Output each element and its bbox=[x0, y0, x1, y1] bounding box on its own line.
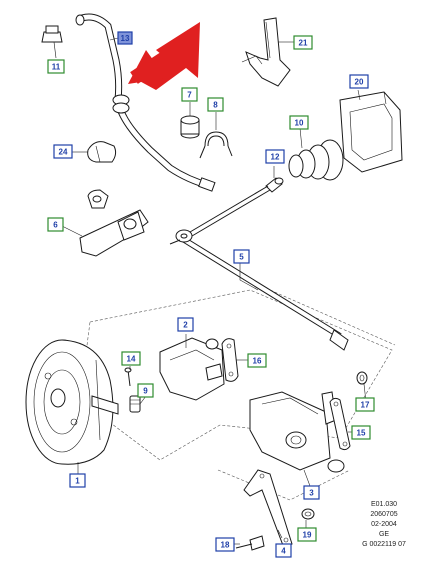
callout-1: 1 bbox=[69, 473, 86, 488]
svg-text:7: 7 bbox=[187, 91, 192, 100]
assembly-outline bbox=[79, 289, 396, 501]
svg-text:20: 20 bbox=[355, 78, 364, 87]
callout-4: 4 bbox=[275, 543, 292, 558]
link-plate bbox=[221, 338, 239, 382]
svg-text:6: 6 bbox=[53, 221, 58, 230]
svg-text:16: 16 bbox=[253, 357, 262, 366]
pivot-pin bbox=[265, 177, 284, 193]
vacuum-hose bbox=[75, 13, 216, 192]
small-screw bbox=[124, 367, 132, 387]
mounting-bolt bbox=[235, 535, 265, 551]
mounting-nut bbox=[301, 508, 315, 520]
callout-24: 24 bbox=[53, 144, 73, 159]
svg-text:11: 11 bbox=[52, 63, 61, 72]
svg-text:14: 14 bbox=[127, 355, 136, 364]
boot-cover bbox=[339, 91, 403, 173]
rubber-boot bbox=[288, 139, 344, 181]
link-rod bbox=[329, 397, 351, 451]
svg-text:24: 24 bbox=[59, 148, 68, 157]
svg-text:2: 2 bbox=[183, 321, 188, 330]
callout-16: 16 bbox=[247, 353, 267, 368]
callout-15: 15 bbox=[351, 425, 371, 440]
callout-11: 11 bbox=[47, 59, 65, 74]
callout-20: 20 bbox=[349, 74, 369, 89]
callout-7: 7 bbox=[181, 87, 198, 102]
spring-clip bbox=[199, 131, 233, 159]
callout-9: 9 bbox=[137, 383, 154, 398]
reference-line-4: GE bbox=[379, 531, 389, 538]
support-bracket bbox=[79, 189, 149, 257]
svg-text:19: 19 bbox=[303, 531, 312, 540]
callout-6: 6 bbox=[47, 217, 64, 232]
red-arrow-indicator bbox=[128, 22, 200, 90]
bracket-leg bbox=[243, 469, 293, 549]
reference-line-5: G 0022119 07 bbox=[362, 541, 406, 548]
callout-10: 10 bbox=[289, 115, 309, 130]
svg-text:12: 12 bbox=[271, 153, 280, 162]
svg-text:8: 8 bbox=[213, 101, 218, 110]
callout-13: 13 bbox=[117, 31, 133, 45]
hose-bracket bbox=[241, 17, 291, 87]
callout-14: 14 bbox=[121, 351, 141, 366]
svg-text:21: 21 bbox=[299, 39, 308, 48]
svg-text:1: 1 bbox=[75, 477, 80, 486]
callout-12: 12 bbox=[265, 149, 285, 164]
callout-5: 5 bbox=[233, 249, 250, 264]
callout-8: 8 bbox=[207, 97, 224, 112]
brake-booster bbox=[25, 339, 119, 465]
svg-text:10: 10 bbox=[295, 119, 304, 128]
callout-18: 18 bbox=[215, 537, 235, 552]
reference-line-1: E01.030 bbox=[371, 501, 397, 508]
callout-19: 19 bbox=[297, 527, 317, 542]
lock-nut bbox=[356, 371, 368, 385]
bush bbox=[180, 115, 200, 139]
svg-text:18: 18 bbox=[221, 541, 230, 550]
svg-text:9: 9 bbox=[143, 387, 148, 396]
svg-text:3: 3 bbox=[309, 489, 314, 498]
callout-2: 2 bbox=[177, 317, 194, 332]
pedal-bracket bbox=[159, 337, 225, 401]
svg-text:4: 4 bbox=[281, 547, 286, 556]
cross-shaft bbox=[169, 185, 349, 351]
hose-clip bbox=[87, 141, 117, 163]
callout-21: 21 bbox=[293, 35, 313, 50]
reference-block: E01.030 2060705 02-2004 GE G 0022119 07 bbox=[362, 501, 406, 548]
reference-line-2: 2060705 bbox=[370, 511, 397, 518]
svg-text:13: 13 bbox=[121, 34, 130, 43]
stud-bolt bbox=[129, 395, 141, 413]
svg-text:17: 17 bbox=[361, 401, 370, 410]
svg-text:5: 5 bbox=[239, 253, 244, 262]
reference-line-3: 02-2004 bbox=[371, 521, 397, 528]
pedal-mount bbox=[249, 391, 345, 473]
callout-3: 3 bbox=[303, 485, 320, 500]
cap bbox=[41, 25, 63, 43]
callout-17: 17 bbox=[355, 397, 375, 412]
svg-text:15: 15 bbox=[357, 429, 366, 438]
leader-lines bbox=[53, 37, 367, 545]
